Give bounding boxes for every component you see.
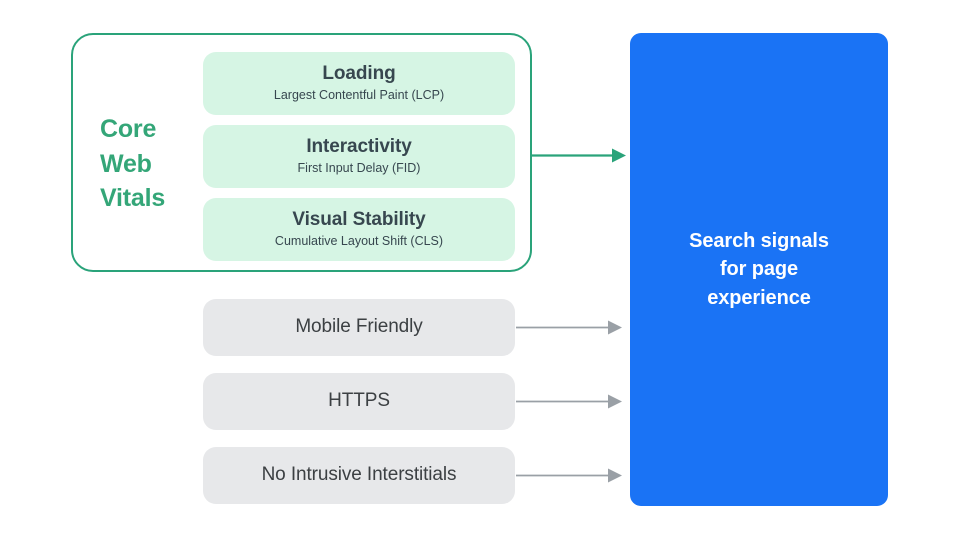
search-signals-panel-text: Search signals for page experience <box>689 229 829 309</box>
metric-subtitle-visual-stability: Cumulative Layout Shift (CLS) <box>274 233 444 248</box>
metric-subtitle-loading: Largest Contentful Paint (LCP) <box>273 87 445 102</box>
signal-title-no-intrusive-interstitials: No Intrusive Interstitials <box>261 464 457 486</box>
metric-title-loading: Loading <box>322 62 396 84</box>
signal-title-https: HTTPS <box>328 390 390 412</box>
core-web-vitals-group <box>71 33 532 272</box>
signal-pill-https[interactable]: HTTPS <box>203 373 515 430</box>
mobile-friendly-arrow-icon <box>516 320 622 335</box>
signal-title-mobile-friendly: Mobile Friendly <box>295 316 423 338</box>
metric-pill-visual-stability[interactable]: Visual Stability Cumulative Layout Shift… <box>203 198 515 261</box>
search-signals-panel[interactable]: Search signals for page experience <box>630 33 888 506</box>
https-arrow-icon <box>516 394 622 409</box>
signal-pill-mobile-friendly[interactable]: Mobile Friendly <box>203 299 515 356</box>
metric-title-interactivity: Interactivity <box>306 135 412 157</box>
metric-pill-interactivity[interactable]: Interactivity First Input Delay (FID) <box>203 125 515 188</box>
no-intrusive-interstitials-arrow-icon <box>516 468 622 483</box>
core-web-vitals-label: Core Web Vitals <box>100 115 166 212</box>
metric-pill-loading[interactable]: Loading Largest Contentful Paint (LCP) <box>203 52 515 115</box>
metric-title-visual-stability: Visual Stability <box>292 208 426 230</box>
core-web-vitals-arrow-icon <box>532 148 626 163</box>
signal-pill-no-intrusive-interstitials[interactable]: No Intrusive Interstitials <box>203 447 515 504</box>
metric-subtitle-interactivity: First Input Delay (FID) <box>297 160 421 175</box>
